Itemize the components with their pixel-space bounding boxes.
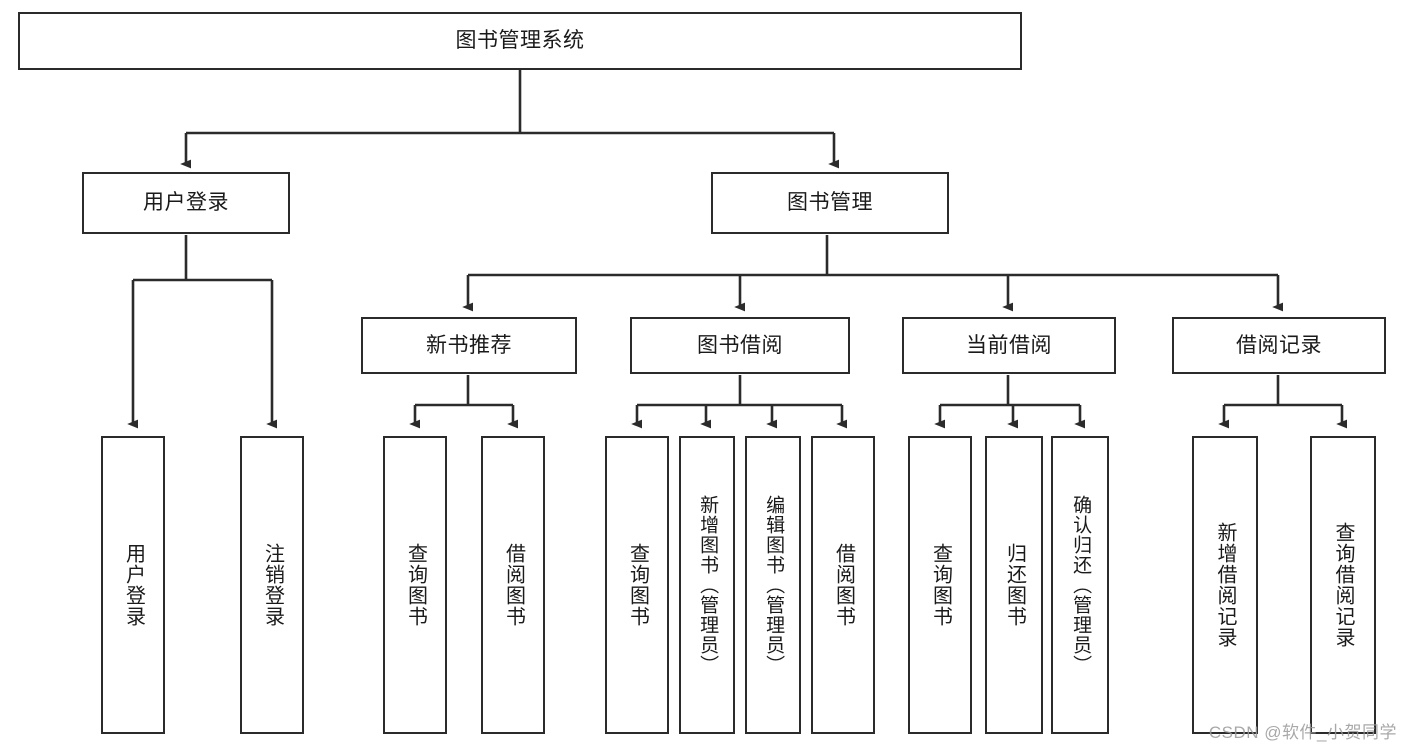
leaf-add-record[interactable]: 新增借阅记录: [1192, 436, 1258, 734]
node-root-system[interactable]: 图书管理系统: [18, 12, 1022, 70]
node-label: 查询图书: [626, 543, 649, 627]
node-label: 注销登录: [261, 543, 284, 627]
node-label: 当前借阅: [966, 333, 1052, 357]
node-book-borrow[interactable]: 图书借阅: [630, 317, 850, 374]
node-label: 借阅记录: [1236, 333, 1322, 357]
node-label: 新增图书（管理员）: [697, 495, 719, 675]
leaf-query-book-3[interactable]: 查询图书: [908, 436, 972, 734]
node-user-login[interactable]: 用户登录: [82, 172, 290, 234]
node-label: 用户登录: [143, 191, 229, 215]
node-new-book-recommend[interactable]: 新书推荐: [361, 317, 577, 374]
leaf-query-book-1[interactable]: 查询图书: [383, 436, 447, 734]
leaf-logout-login[interactable]: 注销登录: [240, 436, 304, 734]
leaf-user-login[interactable]: 用户登录: [101, 436, 165, 734]
leaf-query-book-2[interactable]: 查询图书: [605, 436, 669, 734]
leaf-add-book[interactable]: 新增图书（管理员）: [679, 436, 735, 734]
node-label: 查询图书: [929, 543, 952, 627]
node-book-manage[interactable]: 图书管理: [711, 172, 949, 234]
node-current-borrow[interactable]: 当前借阅: [902, 317, 1116, 374]
node-label: 编辑图书（管理员）: [763, 495, 785, 675]
node-label: 确认归还（管理员）: [1070, 495, 1092, 675]
leaf-return-book[interactable]: 归还图书: [985, 436, 1043, 734]
node-label: 借阅图书: [832, 543, 855, 627]
node-label: 查询借阅记录: [1332, 522, 1354, 648]
node-label: 图书借阅: [697, 333, 783, 357]
node-label: 借阅图书: [502, 543, 525, 627]
node-label: 图书管理: [787, 191, 873, 215]
node-label: 新增借阅记录: [1214, 522, 1236, 648]
leaf-borrow-book-2[interactable]: 借阅图书: [811, 436, 875, 734]
node-label: 图书管理系统: [455, 29, 585, 53]
node-borrow-record[interactable]: 借阅记录: [1172, 317, 1386, 374]
leaf-query-record[interactable]: 查询借阅记录: [1310, 436, 1376, 734]
node-label: 查询图书: [404, 543, 427, 627]
node-label: 新书推荐: [426, 333, 512, 357]
leaf-confirm-return[interactable]: 确认归还（管理员）: [1051, 436, 1109, 734]
node-label: 归还图书: [1003, 543, 1026, 627]
leaf-edit-book[interactable]: 编辑图书（管理员）: [745, 436, 801, 734]
leaf-borrow-book-1[interactable]: 借阅图书: [481, 436, 545, 734]
node-label: 用户登录: [122, 543, 145, 627]
